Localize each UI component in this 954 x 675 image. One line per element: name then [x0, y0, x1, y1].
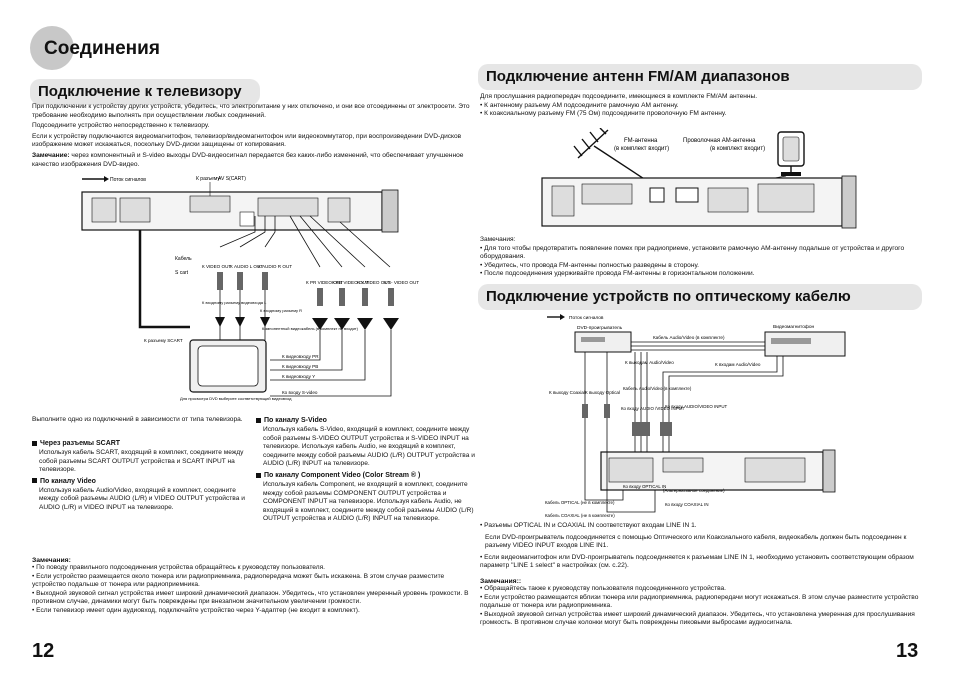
- opt-to-optical-in: Ко входу OPTICAL IN: [623, 484, 666, 489]
- opt-cable-optical: Кабель OPTICAL (не в комплекте): [545, 500, 615, 505]
- tv-k-pb-label: К PB VIDEO OUT: [332, 280, 369, 285]
- optical-bullet: • Разъемы OPTICAL IN и COAXIAL IN соотве…: [480, 522, 697, 529]
- fm-antenna-label: FM-антенна: [624, 138, 658, 144]
- antenna-notes-label: Замечания:: [480, 236, 516, 243]
- opt-optical-out: К выходу Optical: [585, 390, 620, 395]
- opt-to-av-out: К выходам Audio/Video: [625, 360, 674, 365]
- optical-bullet: • Если видеомагнитофон или DVD-проигрыва…: [480, 553, 914, 570]
- optical-bullet: Если DVD-проигрыватель подсоединяется с …: [485, 533, 907, 550]
- am-antenna-label: Проволочная AM-антенна: [683, 138, 756, 144]
- tv-audio-l-in-label: К входному разъему видеовхода L: [202, 300, 267, 305]
- tv-connection-diagram: Поток сигналов К разъему AV S(CART) Кабе…: [81, 176, 419, 401]
- antenna-section-title: Подключение антенн FM/AM диапазонов: [486, 68, 790, 85]
- title-circle: [30, 26, 74, 70]
- opt-dvd-player: DVD-проигрыватель: [577, 325, 623, 331]
- antenna-section-header: Подключение антенн FM/AM диапазонов: [478, 64, 922, 90]
- opt-audio-video-input2: Ко входу AUDIO/VIDEO INPUT: [665, 404, 728, 409]
- tv-section-title: Подключение к телевизору: [38, 83, 242, 100]
- antenna-intro-text: Для прослушания радиопередач подсоединит…: [480, 93, 758, 100]
- tv-k-s-label: К S- VIDEO OUT: [384, 280, 419, 285]
- tv-intro: При подключении к устройству других устр…: [32, 103, 472, 169]
- method-component-title: По каналу Component Video (Color Stream …: [256, 472, 476, 479]
- tv-scart-cable-label: S cart: [175, 270, 189, 276]
- tv-note-text: через компонентный и S-video выходы DVD-…: [32, 151, 464, 168]
- tv-vid-in-y: К видеовходу Y: [282, 374, 315, 379]
- tv-audio-r-out-label: К AUDIO R OUT: [258, 264, 292, 269]
- antenna-bullet: • К коаксиальному разъему FM (75 Ом) под…: [480, 110, 727, 118]
- tv-caption: Для просмотра DVD выберите соответствующ…: [180, 396, 292, 401]
- method-video-title: По каналу Video: [32, 478, 257, 485]
- antenna-diagram: FM-антенна (в комплект входит) Проволочн…: [541, 128, 857, 229]
- opt-av-cable2: Кабель Audio/Video (в комплекте): [623, 386, 692, 391]
- antenna-note-item: • Убедитесь, что провода FM-антенны полн…: [480, 261, 699, 269]
- am-loop-antenna-icon: [685, 131, 805, 195]
- opt-av-cable: Кабель Audio/Video (в комплекте): [653, 335, 725, 340]
- optical-diagram: Поток сигналов DVD-проигрыватель Кабель …: [545, 314, 846, 518]
- opt-alt: (Альтернативное соединение): [663, 488, 725, 493]
- tv-intro-1: При подключении к устройству других устр…: [32, 103, 470, 119]
- antenna-note-item: • Для того чтобы предотвратить появление…: [480, 244, 905, 261]
- tv-note-item: • Если телевизор имеет один аудиовход, п…: [32, 606, 360, 614]
- method-scart-text: Используя кабель SCART, входящий в компл…: [39, 449, 244, 474]
- antenna-note-item: • После подсоединения удерживайте провод…: [480, 270, 755, 278]
- antenna-bullet: • К антенному разъему AM подсоедините ра…: [480, 101, 679, 109]
- optical-note-item: • Обращайтесь также к руководству пользо…: [480, 585, 727, 592]
- antenna-notes: Замечания: • Для того чтобы предотвратит…: [480, 236, 920, 279]
- tv-note-label: Замечание:: [32, 151, 70, 159]
- opt-to-coaxial-in: Ко входу COAXIAL IN: [665, 502, 709, 507]
- opt-cable-coaxial: Кабель COAXIAL (не в комплекте): [545, 513, 615, 518]
- method-scart-title: Через разъемы SCART: [32, 440, 257, 447]
- tv-cable-label: Кабель: [175, 256, 192, 262]
- page-title: Соединения: [44, 38, 160, 59]
- tv-note-item: • По поводу правильного подсоединения ус…: [32, 564, 326, 571]
- opt-to-av-in: К входам Audio/Video: [715, 362, 761, 367]
- optical-note-item: • Выходной звуковой сигнал устройства им…: [480, 610, 915, 627]
- method-component-text: Используя кабель Component, не входящий …: [263, 480, 474, 523]
- optical-bullets: • Разъемы OPTICAL IN и COAXIAL IN соотве…: [480, 522, 920, 571]
- tv-methods-right: По каналу S-Video Используя кабель S-Vid…: [256, 417, 476, 524]
- optical-section-title: Подключение устройств по оптическому каб…: [486, 288, 851, 305]
- tv-video-out-label: К VIDEO OUT: [202, 264, 231, 269]
- optical-section-header: Подключение устройств по оптическому каб…: [478, 284, 922, 310]
- tv-vid-in-pb: К видеовходу PB: [282, 364, 318, 369]
- right-page-number: 13: [896, 640, 919, 662]
- tv-to-scart-label: К разъему SCART: [144, 338, 183, 343]
- tv-vid-in-pr: К видеовходу PR: [282, 354, 319, 359]
- tv-note-item: • Если устройство размещается около тюне…: [32, 572, 445, 589]
- tv-av-scart-label: AV S(CART): [218, 176, 246, 182]
- fm-antenna-sub: (в комплект входит): [614, 146, 669, 152]
- tv-methods-left: Через разъемы SCART Используя кабель SCA…: [32, 440, 257, 513]
- method-svideo-text: Используя кабель S-Video, входящий в ком…: [263, 426, 475, 468]
- left-page-number: 12: [32, 640, 55, 662]
- tv-audio-l-out-label: К AUDIO L OUT: [230, 264, 263, 269]
- opt-coaxial-out: К выходу Coaxial: [549, 390, 585, 395]
- method-svideo-title: По каналу S-Video: [256, 417, 476, 424]
- tv-intro-2: Подсоедините устройство непосредственно …: [32, 122, 210, 130]
- tv-to-connector-label: К разъему: [196, 176, 220, 182]
- tv-note: Замечание: через компонентный и S-video …: [32, 152, 472, 169]
- tv-k-pr-label: К PR VIDEO OUT: [306, 280, 343, 285]
- optical-notes-label: Замечания::: [480, 578, 522, 585]
- optical-notes: Замечания:: • Обращайтесь также к руково…: [480, 578, 920, 628]
- opt-signal-flow: Поток сигналов: [569, 315, 604, 321]
- opt-audio-video-input: Ко входу AUDIO /VIDEO INPUT: [621, 406, 685, 411]
- tv-k-y-label: К Y VIDEO OUT: [357, 280, 391, 285]
- tv-notes-label: Замечания:: [32, 557, 71, 564]
- tv-component-cable-label: Компонентный видеокабель (в комплект не …: [262, 326, 359, 331]
- tv-note-item: • Выходной звуковой сигнал устройства им…: [32, 589, 469, 606]
- antenna-intro: Для прослушания радиопередач подсоединит…: [480, 93, 920, 119]
- method-video-text: Используя кабель Audio/Video, входящий в…: [39, 486, 245, 511]
- tv-choose-one: Выполните одно из подключений в зависимо…: [32, 416, 243, 423]
- opt-vcr: Видеомагнитофон: [773, 324, 814, 330]
- tv-notes: Замечания: • По поводу правильного подсо…: [32, 557, 472, 616]
- tv-s-video-in: Ко входу S-video: [282, 390, 318, 395]
- tv-section-header: Подключение к телевизору: [30, 79, 260, 105]
- tv-intro-3: Если к устройству подключаются видеомагн…: [32, 132, 462, 149]
- tv-signal-flow-label: Поток сигналов: [110, 177, 146, 183]
- am-antenna-sub: (в комплект входит): [710, 146, 765, 152]
- optical-note-item: • Если устройство размещается вблизи тюн…: [480, 593, 919, 610]
- tv-audio-r-in-label: К входному разъему R: [260, 308, 302, 313]
